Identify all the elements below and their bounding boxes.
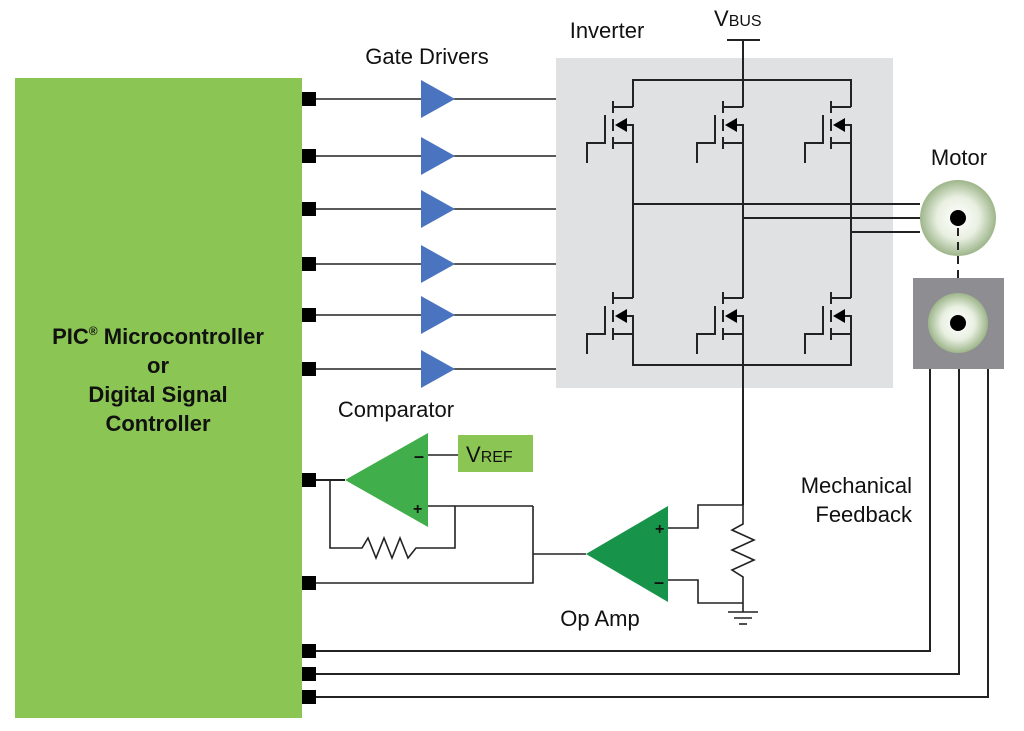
feedback-pin-1 (302, 644, 316, 658)
gate-pin-1 (302, 92, 316, 106)
vref-box (458, 435, 533, 472)
op-amp-plus: + (655, 521, 664, 538)
mosfet-arrow (833, 309, 845, 323)
comparator-minus: – (414, 446, 424, 466)
adc-input-pin (302, 576, 316, 590)
gate-pin-2 (302, 149, 316, 163)
motor-label: Motor (931, 145, 987, 170)
mosfet-4 (586, 292, 634, 354)
motor-shaft (950, 210, 966, 226)
inverter-wiring (614, 79, 920, 505)
comparator-label: Comparator (338, 397, 454, 422)
inverter-label: Inverter (570, 18, 645, 43)
gate-pin-3 (302, 202, 316, 216)
gate-driver-5 (421, 296, 455, 334)
feedback-lines (308, 369, 989, 698)
microcontroller-block (15, 78, 302, 718)
gate-driver-4 (421, 245, 455, 283)
mechanical-label: Mechanical (801, 473, 912, 498)
mosfets-group (586, 101, 852, 354)
mosfet-arrow (615, 309, 627, 323)
comparator-output-pin (302, 473, 316, 487)
mcu-label-line1: PIC® Microcontroller (52, 324, 264, 349)
mosfet-arrow (725, 309, 737, 323)
mosfet-arrow (615, 118, 627, 132)
mcu-label-line3: Digital Signal (88, 382, 227, 407)
feedback-label: Feedback (815, 502, 913, 527)
op-amp-label: Op Amp (560, 606, 639, 631)
feedback-pin-3 (302, 690, 316, 704)
gate-driver-1 (421, 80, 455, 118)
mcu-label-line2: or (147, 353, 169, 378)
op-amp-minus: – (654, 572, 664, 592)
mcu-label-line4: Controller (105, 411, 211, 436)
mosfet-2 (696, 101, 744, 163)
gate-pin-5 (302, 308, 316, 322)
gate-pin-4 (302, 257, 316, 271)
gate-driver-2 (421, 137, 455, 175)
comparator-plus: + (413, 501, 422, 518)
mosfet-6 (804, 292, 852, 354)
comparator: – + (308, 433, 534, 584)
gate-pin-6 (302, 362, 316, 376)
gate-drivers-label: Gate Drivers (365, 44, 488, 69)
gate-driver-3 (421, 190, 455, 228)
gate-driver-6 (421, 350, 455, 388)
op-amp: + – (533, 504, 758, 625)
sensor-shaft (950, 315, 966, 331)
feedback-pin-2 (302, 667, 316, 681)
vref-label: VREF (466, 442, 513, 467)
gate-drivers-group (302, 80, 556, 388)
mosfet-3 (804, 101, 852, 163)
mosfet-5 (696, 292, 744, 354)
mosfet-arrow (833, 118, 845, 132)
mosfet-1 (586, 101, 634, 163)
vbus-label: VBUS (714, 6, 762, 31)
mosfet-arrow (725, 118, 737, 132)
